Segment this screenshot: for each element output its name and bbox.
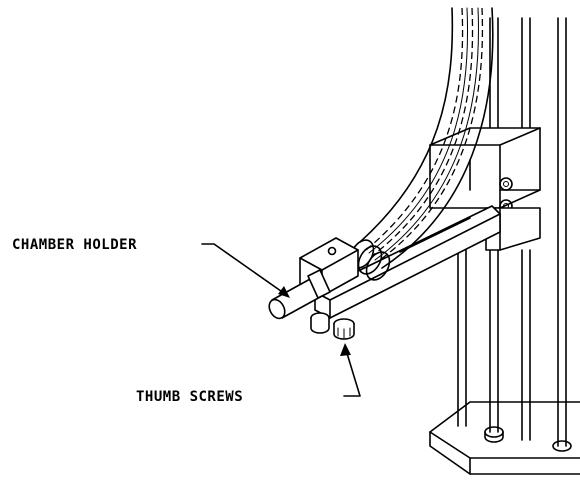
cable-bundle xyxy=(349,7,494,281)
thumb-screws-label: THUMB SCREWS xyxy=(136,389,243,405)
leader-thumb-screws xyxy=(340,343,361,397)
leader-chamber-holder xyxy=(201,243,290,298)
chamber-holder-label: CHAMBER HOLDER xyxy=(12,237,137,253)
base-plate xyxy=(429,401,580,475)
thumb-screws xyxy=(310,312,355,340)
rod-feet xyxy=(484,426,572,452)
chamber-rod xyxy=(268,269,331,320)
